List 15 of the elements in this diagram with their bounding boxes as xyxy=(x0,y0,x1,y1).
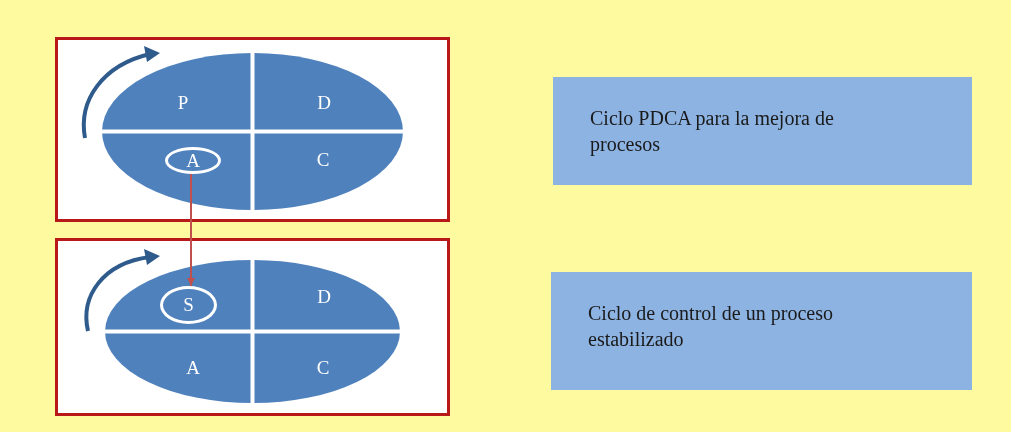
info-box: Ciclo de control de un proceso estabilizado xyxy=(551,272,972,390)
quadrant-letter: C xyxy=(310,355,336,381)
quadrant-letter: A xyxy=(180,355,206,381)
circled-letter: A xyxy=(165,147,221,174)
quadrant-ellipse xyxy=(105,260,400,403)
circled-letter: S xyxy=(160,286,217,324)
info-box: Ciclo PDCA para la mejora de procesos xyxy=(553,77,972,185)
quadrant-letter: D xyxy=(311,284,337,310)
cycle-frame xyxy=(55,37,450,222)
quadrant-ellipse xyxy=(102,53,403,210)
quadrant-letter: C xyxy=(310,147,336,173)
quadrant-letter: P xyxy=(170,90,196,116)
cycle-frame xyxy=(55,238,450,416)
quadrant-letter: D xyxy=(311,90,337,116)
arrow xyxy=(187,173,195,287)
